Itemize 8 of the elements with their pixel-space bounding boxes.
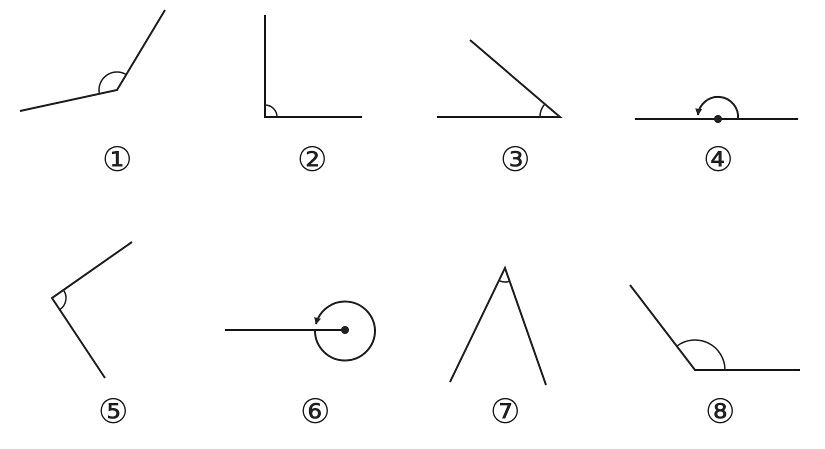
figure-number: ⑤ bbox=[98, 394, 128, 430]
figure-number: ⑦ bbox=[490, 394, 520, 430]
figure-number: ④ bbox=[703, 142, 733, 178]
figure-number: ⑥ bbox=[300, 394, 330, 430]
figure-number: ⑧ bbox=[705, 394, 735, 430]
figure-number: ③ bbox=[500, 142, 530, 178]
figure-number: ① bbox=[102, 142, 132, 178]
figure-number: ② bbox=[297, 142, 327, 178]
